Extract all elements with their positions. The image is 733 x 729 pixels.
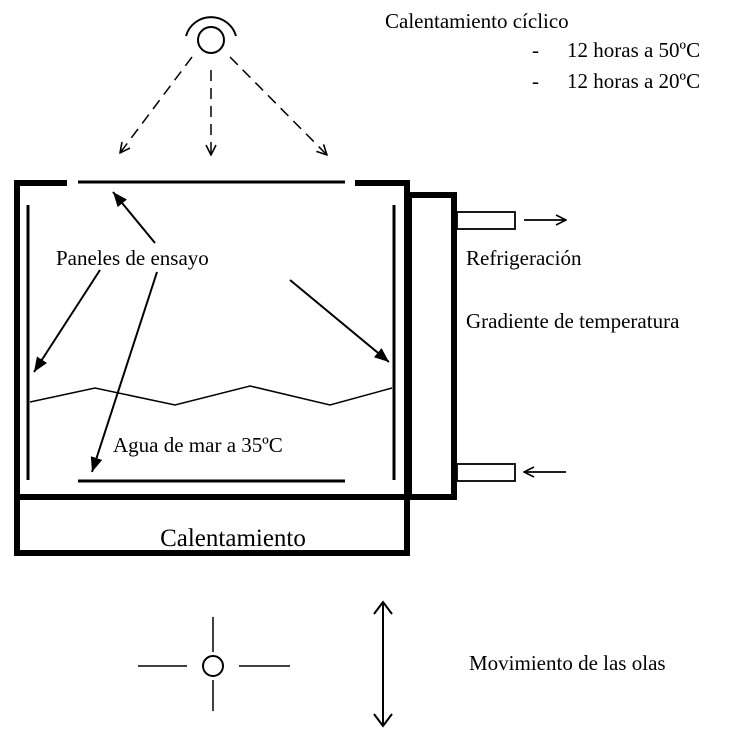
double-arrow-vertical-icon (373, 600, 393, 728)
cycle-title: Calentamiento cíclico (385, 9, 569, 33)
lamp-icon (185, 16, 237, 54)
wave-motion-label: Movimiento de las olas (469, 651, 666, 675)
temperature-gradient-label: Gradiente de temperatura (466, 309, 680, 333)
cooling-jacket (406, 192, 457, 500)
cycle-item-1-dash: - (532, 38, 539, 62)
test-panels (26, 180, 396, 483)
cycle-item-2-dash: - (532, 69, 539, 93)
cooling-label: Refrigeración (466, 246, 582, 270)
pivot-crosshair-icon (138, 617, 290, 711)
heating-label: Calentamiento (160, 525, 306, 552)
test-panels-label: Paneles de ensayo (56, 246, 209, 270)
heating-base (14, 494, 410, 556)
cooling-outlet-pipe (456, 211, 516, 230)
cycle-item-2: 12 horas a 20ºC (567, 69, 700, 93)
cycle-legend: Calentamiento cíclico - 12 horas a 50ºC … (385, 9, 700, 93)
radiation-arrows (120, 56, 327, 155)
cooling-inlet-pipe (456, 463, 516, 482)
water-surface (29, 385, 393, 406)
seawater-label: Agua de mar a 35ºC (113, 433, 283, 457)
panel-pointer-arrows (33, 191, 390, 473)
cycle-item-1: 12 horas a 50ºC (567, 38, 700, 62)
